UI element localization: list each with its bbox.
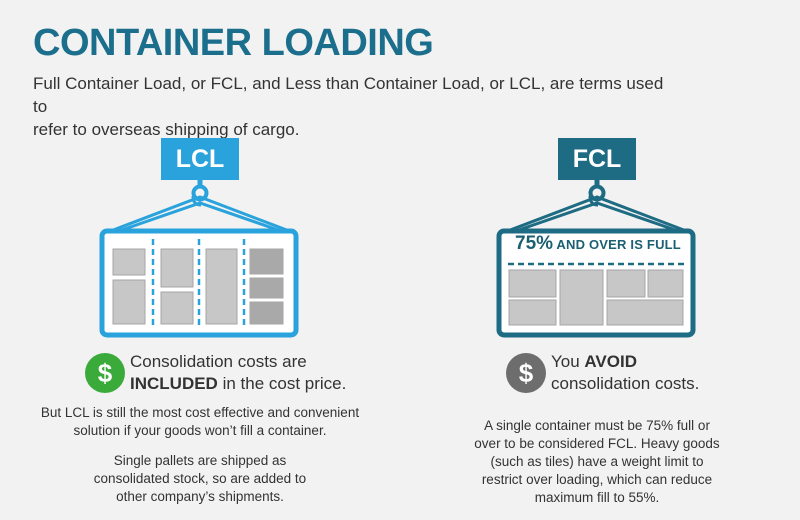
fcl-pallet xyxy=(647,269,684,298)
page-title: CONTAINER LOADING xyxy=(33,22,434,64)
fcl-label-bg xyxy=(558,138,636,180)
intro-line: Full Container Load, or FCL, and Less th… xyxy=(33,74,664,116)
fcl-heading-bold: AVOID xyxy=(584,352,637,371)
lcl-note-line: Single pallets are shipped as xyxy=(113,453,287,468)
fcl-sling-inner xyxy=(512,201,682,234)
lcl-hook-ring xyxy=(191,184,209,202)
lcl-sling-inner xyxy=(115,201,285,234)
fcl-banner-text: AND OVER IS FULL xyxy=(553,237,681,252)
fcl-note-line: over to be considered FCL. Heavy goods xyxy=(474,436,720,451)
lcl-pallet xyxy=(249,248,284,275)
fcl-heading: You AVOID consolidation costs. xyxy=(551,351,699,395)
lcl-pallet xyxy=(112,279,146,325)
intro-line: refer to overseas shipping of cargo. xyxy=(33,120,300,139)
fcl-pallet xyxy=(508,269,557,298)
lcl-hook-curl xyxy=(191,195,202,207)
lcl-heading-line: Consolidation costs are xyxy=(130,352,307,371)
lcl-pallets xyxy=(112,248,284,325)
lcl-pallet xyxy=(205,248,238,325)
fcl-hook-curl xyxy=(588,195,599,207)
fcl-heading-pre: You xyxy=(551,352,585,371)
intro-text: Full Container Load, or FCL, and Less th… xyxy=(33,72,673,141)
fcl-pallet xyxy=(508,299,557,326)
fcl-note: A single container must be 75% full or o… xyxy=(437,417,757,507)
fcl-note-line: A single container must be 75% full or xyxy=(484,418,710,433)
lcl-sling-outer xyxy=(107,195,293,234)
lcl-note-line: consolidated stock, so are added to xyxy=(93,471,307,486)
fcl-crane xyxy=(496,138,696,338)
lcl-heading-line: INCLUDED in the cost price. xyxy=(130,373,346,395)
fcl-label: FCL xyxy=(572,144,622,173)
fcl-note-line: maximum fill to 55%. xyxy=(534,490,660,505)
lcl-label-bg xyxy=(161,138,239,180)
fcl-note-line: restrict over loading, which can reduce xyxy=(481,472,713,487)
lcl-note-line: But LCL is still the most cost effective… xyxy=(40,405,360,420)
fcl-note-line: (such as tiles) have a weight limit to xyxy=(490,454,704,469)
fcl-banner-percent: 75% xyxy=(515,233,554,254)
lcl-heading-rest: in the cost price. xyxy=(217,374,347,393)
fcl-fill-banner: 75% AND OVER IS FULL xyxy=(510,233,686,255)
lcl-pallet xyxy=(249,277,284,299)
lcl-pallet xyxy=(160,248,194,288)
lcl-note: But LCL is still the most cost effective… xyxy=(30,404,370,440)
lcl-pallet xyxy=(160,291,194,325)
lcl-pallet xyxy=(112,248,146,276)
fcl-hook-ring xyxy=(588,184,606,202)
fcl-heading-line: consolidation costs. xyxy=(551,374,700,393)
fcl-pallets xyxy=(508,269,684,326)
fcl-pallet xyxy=(606,269,646,298)
fcl-pallet xyxy=(606,299,684,326)
lcl-crane xyxy=(99,138,299,338)
dollar-icon: $ xyxy=(85,353,125,393)
fcl-pallet xyxy=(559,269,604,326)
lcl-dividers xyxy=(151,239,246,329)
lcl-pallet xyxy=(249,301,284,325)
dollar-icon: $ xyxy=(506,353,546,393)
lcl-note-pallets: Single pallets are shipped as consolidat… xyxy=(30,452,370,506)
lcl-label: LCL xyxy=(175,144,225,173)
fcl-sling-outer xyxy=(504,195,690,234)
lcl-heading-bold: INCLUDED xyxy=(130,374,218,393)
fcl-heading-line: You AVOID xyxy=(551,351,699,373)
lcl-note-line: solution if your goods won’t fill a cont… xyxy=(73,423,327,438)
lcl-note-line: other company’s shipments. xyxy=(116,489,284,504)
lcl-heading: Consolidation costs are INCLUDED in the … xyxy=(130,351,346,395)
